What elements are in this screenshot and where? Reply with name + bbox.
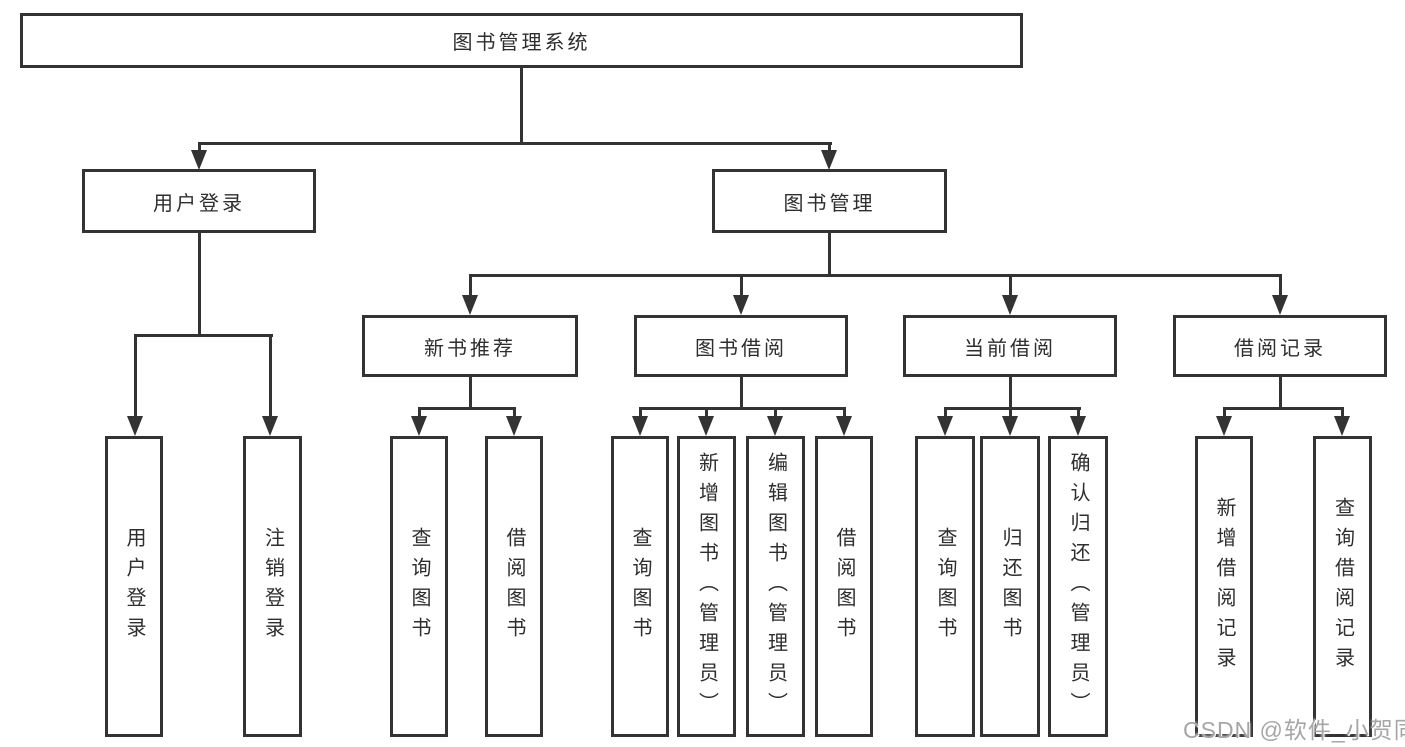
connector-borrow-drop-1 (639, 407, 642, 420)
connector-root-right-drop (828, 142, 831, 156)
arrow-down-icon (262, 416, 278, 436)
leaf-record-query-label: 查询借阅记录 (1331, 496, 1354, 677)
connector-newbook-drop-1 (418, 407, 421, 420)
connector-manage-drop-1 (469, 274, 472, 299)
arrow-down-icon (836, 416, 852, 436)
node-book-borrow-label: 图书借阅 (695, 337, 787, 360)
leaf-newbook-query-label: 查询图书 (408, 526, 430, 647)
connector-root-stem (520, 66, 523, 144)
arrow-down-icon (632, 416, 648, 436)
leaf-borrow-edit-book-label: 编辑图书（管理员） (764, 451, 787, 722)
connector-newbook-drop-2 (513, 407, 516, 420)
node-book-borrow: 图书借阅 (634, 315, 848, 377)
arrow-down-icon (506, 416, 522, 436)
connector-borrow-drop-3 (774, 407, 777, 420)
arrow-down-icon (1070, 416, 1086, 436)
leaf-borrow-add-book: 新增图书（管理员） (677, 436, 736, 737)
leaf-current-confirm-return: 确认归还（管理员） (1048, 436, 1108, 737)
connector-current-stem (1009, 375, 1012, 410)
leaf-current-return-label: 归还图书 (999, 526, 1021, 647)
connector-manage-drop-2 (740, 274, 743, 299)
leaf-newbook-query: 查询图书 (390, 436, 448, 737)
node-borrow-records-label: 借阅记录 (1234, 337, 1326, 360)
leaf-borrow-borrow-book: 借阅图书 (815, 436, 873, 737)
node-root-label: 图书管理系统 (452, 32, 591, 54)
connector-current-drop-1 (944, 407, 947, 420)
node-current-borrow: 当前借阅 (903, 315, 1117, 377)
leaf-record-query: 查询借阅记录 (1313, 436, 1372, 737)
leaf-current-query: 查询图书 (915, 436, 975, 737)
node-new-book-recommend: 新书推荐 (362, 315, 578, 377)
node-book-manage: 图书管理 (712, 169, 947, 233)
arrow-down-icon (821, 150, 837, 170)
leaf-borrow-edit-book: 编辑图书（管理员） (746, 436, 805, 737)
arrow-down-icon (1002, 416, 1018, 436)
arrow-down-icon (411, 416, 427, 436)
connector-borrow-drop-2 (705, 407, 708, 420)
arrow-down-icon (462, 295, 478, 315)
node-current-borrow-label: 当前借阅 (964, 337, 1056, 360)
leaf-user-login-label: 用户登录 (123, 526, 145, 647)
node-book-manage-label: 图书管理 (783, 192, 876, 215)
connector-root-hbar (198, 142, 832, 145)
connector-login-right-drop (269, 334, 272, 420)
connector-newbook-hbar (418, 407, 516, 410)
connector-manage-drop-4 (1279, 274, 1282, 299)
connector-records-hbar (1223, 407, 1344, 410)
leaf-current-confirm-return-label: 确认归还（管理员） (1067, 451, 1089, 722)
connector-records-drop-1 (1223, 407, 1226, 420)
connector-current-hbar (944, 407, 1081, 410)
leaf-record-add-label: 新增借阅记录 (1213, 496, 1235, 677)
node-new-book-recommend-label: 新书推荐 (424, 337, 516, 360)
arrow-down-icon (191, 150, 207, 170)
connector-records-stem (1279, 375, 1282, 410)
csdn-watermark: CSDN @软件_小贺同学 (1183, 717, 1405, 743)
arrow-down-icon (1272, 295, 1288, 315)
arrow-down-icon (767, 416, 783, 436)
connector-borrow-hbar (639, 407, 846, 410)
arrow-down-icon (698, 416, 714, 436)
leaf-borrow-query: 查询图书 (611, 436, 669, 737)
connector-records-drop-2 (1341, 407, 1344, 420)
node-user-login-label: 用户登录 (153, 192, 245, 215)
leaf-record-add: 新增借阅记录 (1195, 436, 1253, 737)
connector-manage-drop-3 (1009, 274, 1012, 299)
connector-current-drop-2 (1009, 407, 1012, 420)
leaf-logout: 注销登录 (243, 436, 302, 737)
node-borrow-records: 借阅记录 (1173, 315, 1387, 377)
arrow-down-icon (1334, 416, 1350, 436)
leaf-borrow-add-book-label: 新增图书（管理员） (695, 451, 718, 722)
connector-login-left-drop (134, 334, 137, 420)
connector-borrow-stem (740, 375, 743, 410)
connector-login-hbar (134, 334, 273, 337)
leaf-newbook-borrow-label: 借阅图书 (503, 526, 525, 647)
connector-current-drop-3 (1077, 407, 1080, 420)
arrow-down-icon (937, 416, 953, 436)
node-user-login: 用户登录 (82, 169, 316, 233)
node-root: 图书管理系统 (20, 13, 1023, 68)
leaf-borrow-borrow-book-label: 借阅图书 (833, 526, 855, 647)
arrow-down-icon (733, 295, 749, 315)
leaf-current-return: 归还图书 (980, 436, 1040, 737)
leaf-borrow-query-label: 查询图书 (629, 526, 651, 647)
connector-manage-stem (828, 231, 831, 277)
connector-login-stem (198, 231, 201, 336)
connector-borrow-drop-4 (843, 407, 846, 420)
connector-manage-hbar (469, 274, 1282, 277)
arrow-down-icon (1216, 416, 1232, 436)
arrow-down-icon (1002, 295, 1018, 315)
connector-newbook-stem (469, 375, 472, 410)
leaf-user-login: 用户登录 (105, 436, 163, 737)
leaf-logout-label: 注销登录 (261, 526, 284, 647)
connector-root-left-drop (198, 142, 201, 156)
leaf-current-query-label: 查询图书 (934, 526, 956, 647)
arrow-down-icon (127, 416, 143, 436)
leaf-newbook-borrow: 借阅图书 (485, 436, 543, 737)
